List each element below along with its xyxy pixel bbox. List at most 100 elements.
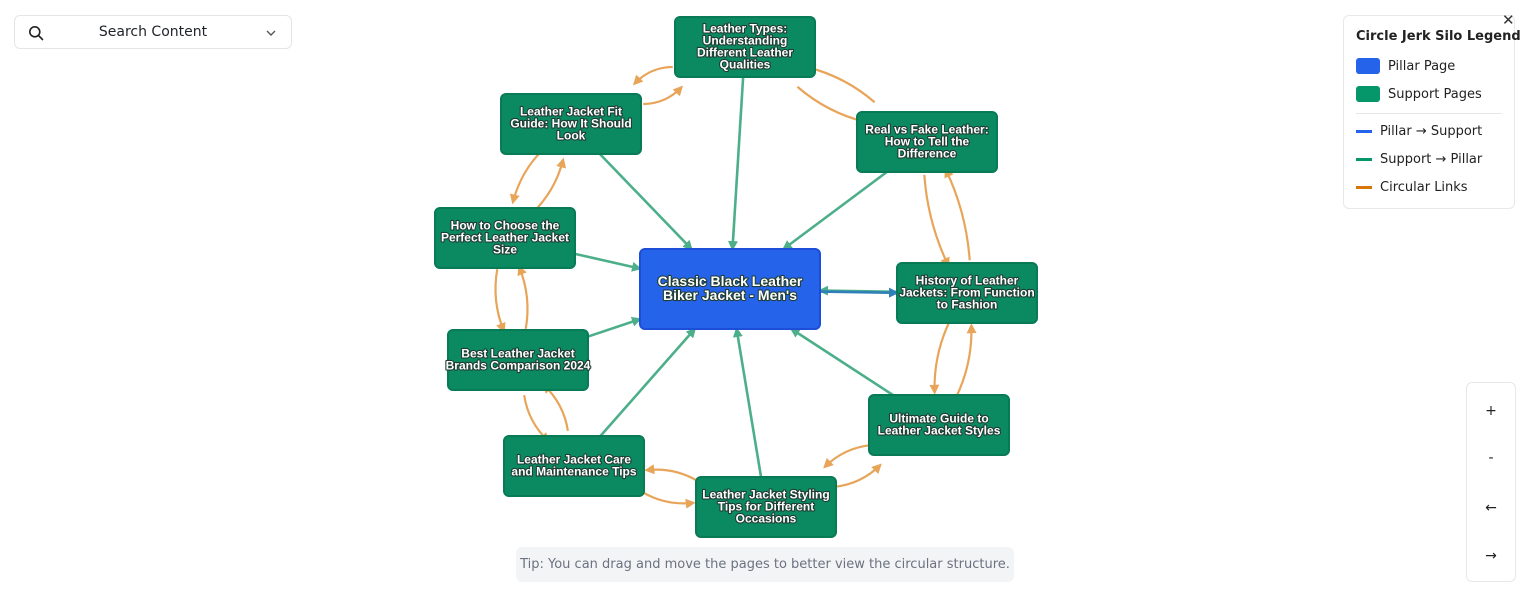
page-node-label: Different Leather bbox=[697, 46, 793, 60]
circular-link-edge bbox=[531, 157, 567, 215]
pan-right-button[interactable]: → bbox=[1485, 548, 1497, 564]
page-node-label: Look bbox=[557, 129, 586, 143]
circular-link-edge bbox=[796, 85, 867, 125]
page-node-label: Leather Jacket Styles bbox=[878, 424, 1001, 438]
circular-link-edge bbox=[542, 383, 569, 432]
support-to-pillar-edge bbox=[789, 327, 894, 397]
legend-label: Support Pages bbox=[1388, 86, 1482, 102]
circular-link-edge bbox=[523, 394, 550, 443]
circular-link-edge bbox=[641, 490, 696, 509]
support-to-pillar-edge bbox=[587, 316, 642, 338]
legend-item-pillar-to-support: Pillar → Support bbox=[1356, 121, 1482, 141]
page-node-label: How to Tell the bbox=[885, 135, 970, 149]
circular-link-edge bbox=[643, 85, 684, 106]
search-label: Search Content bbox=[98, 24, 208, 40]
support-to-pillar-edge bbox=[599, 327, 697, 437]
page-node-box[interactable] bbox=[447, 329, 589, 391]
page-node-label: How to Choose the bbox=[451, 219, 560, 233]
page-node-box[interactable] bbox=[503, 435, 645, 497]
legend-panel: Circle Jerk Silo Legend ✕ Pillar Page Su… bbox=[1343, 11, 1521, 209]
chevron-down-icon bbox=[266, 30, 276, 36]
support-to-pillar-edge bbox=[598, 153, 693, 251]
circular-link-edge bbox=[833, 463, 882, 489]
blue-line-swatch bbox=[1356, 129, 1372, 133]
page-node-label: Ultimate Guide to bbox=[889, 412, 988, 426]
support-to-pillar-edge bbox=[727, 76, 745, 251]
circular-link-edge bbox=[929, 320, 951, 395]
page-node-label: Leather Types: bbox=[703, 22, 787, 36]
page-node-label: Understanding bbox=[703, 34, 788, 48]
page-node-box[interactable] bbox=[896, 262, 1038, 324]
circular-link-edge bbox=[644, 464, 699, 483]
circular-link-edge bbox=[955, 323, 977, 398]
pillar-to-support-edge bbox=[819, 287, 899, 298]
support-to-pillar-edge bbox=[574, 252, 642, 272]
search-icon bbox=[29, 26, 44, 41]
legend-item-support: Support Pages bbox=[1356, 84, 1482, 104]
page-node-label: Real vs Fake Leather: bbox=[865, 123, 988, 137]
legend-label: Circular Links bbox=[1380, 179, 1468, 195]
support-to-pillar-edge bbox=[732, 327, 763, 478]
legend-label: Pillar Page bbox=[1388, 58, 1456, 74]
graph-controls: + - ← → bbox=[1466, 382, 1516, 582]
circular-link-edge bbox=[923, 174, 950, 268]
page-node-box[interactable] bbox=[868, 394, 1010, 456]
legend-label: Support → Pillar bbox=[1380, 151, 1483, 167]
orange-line-swatch bbox=[1356, 185, 1372, 189]
close-icon[interactable]: ✕ bbox=[1502, 11, 1515, 29]
page-node-label: and Maintenance Tips bbox=[511, 465, 636, 479]
page-node-label: Best Leather Jacket bbox=[461, 347, 574, 361]
pillar-swatch bbox=[1356, 58, 1380, 74]
page-node-label: History of Leather bbox=[916, 274, 1019, 288]
search-content-dropdown[interactable]: Search Content bbox=[14, 15, 292, 49]
page-node-box[interactable] bbox=[434, 207, 576, 269]
legend-title: Circle Jerk Silo Legend bbox=[1356, 29, 1521, 44]
support-node-real-vs-fake[interactable]: Real vs Fake Leather:How to Tell theDiff… bbox=[856, 111, 998, 173]
page-node-box[interactable] bbox=[856, 111, 998, 173]
page-node-box[interactable] bbox=[674, 16, 816, 78]
green-line-swatch bbox=[1356, 157, 1372, 161]
pan-left-button[interactable]: ← bbox=[1485, 500, 1497, 516]
circular-link-edge bbox=[509, 147, 545, 205]
page-node-label: Biker Jacket - Men's bbox=[663, 287, 797, 303]
page-node-label: Difference bbox=[898, 147, 957, 161]
circular-link-edge bbox=[494, 268, 506, 334]
page-node-label: Classic Black Leather bbox=[658, 273, 803, 289]
circular-link-edge bbox=[823, 443, 872, 469]
page-node-box[interactable] bbox=[500, 93, 642, 155]
page-node-label: Size bbox=[493, 243, 517, 257]
zoom-in-button[interactable]: + bbox=[1485, 403, 1497, 419]
legend-item-support-to-pillar: Support → Pillar bbox=[1356, 149, 1482, 169]
page-node-label: Leather Jacket Styling bbox=[702, 488, 829, 502]
page-node-label: Jackets: From Function bbox=[899, 286, 1034, 300]
page-node-label: Occasions bbox=[736, 512, 797, 526]
page-node-label: Qualities bbox=[720, 58, 771, 72]
zoom-out-button[interactable]: - bbox=[1488, 450, 1494, 466]
legend-label: Pillar → Support bbox=[1380, 123, 1483, 139]
page-node-label: Tips for Different bbox=[718, 500, 814, 514]
page-node-label: Leather Jacket Fit bbox=[520, 105, 622, 119]
page-node-box[interactable] bbox=[639, 248, 821, 330]
page-node-box[interactable] bbox=[695, 476, 837, 538]
legend-divider bbox=[1356, 113, 1502, 114]
circular-link-edge bbox=[632, 65, 673, 86]
page-node-label: Guide: How It Should bbox=[510, 117, 631, 131]
support-to-pillar-edge bbox=[782, 170, 888, 251]
legend-item-pillar: Pillar Page bbox=[1356, 56, 1455, 76]
circular-link-edge bbox=[805, 64, 876, 104]
legend-item-circular: Circular Links bbox=[1356, 177, 1468, 197]
circular-link-edge bbox=[944, 167, 971, 261]
page-node-label: Leather Jacket Care bbox=[517, 453, 631, 467]
tip-banner: Tip: You can drag and move the pages to … bbox=[516, 547, 1014, 582]
page-node-label: Brands Comparison 2024 bbox=[446, 359, 591, 373]
